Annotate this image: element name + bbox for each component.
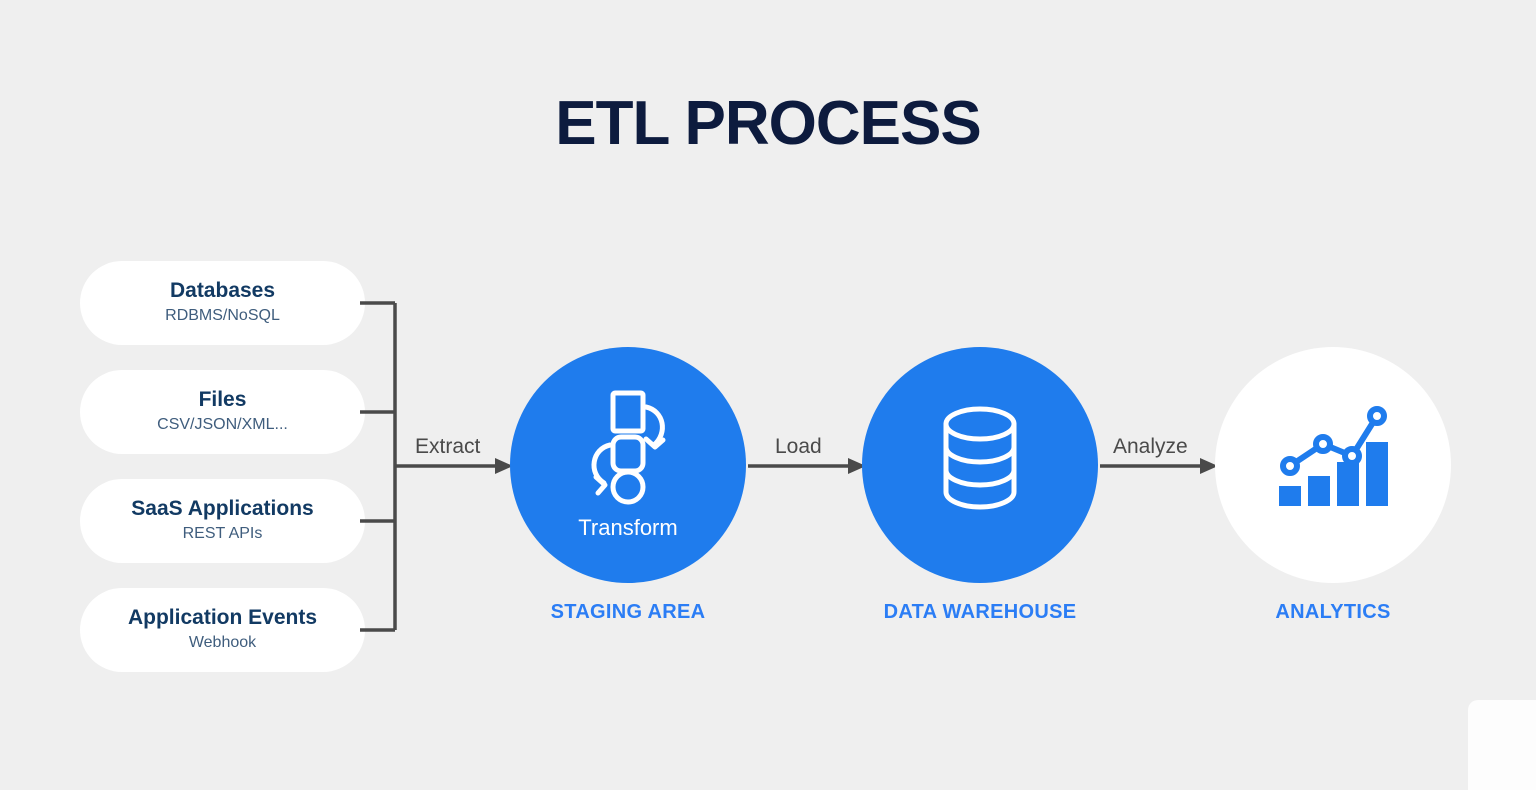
arrow-label-extract: Extract xyxy=(415,435,481,458)
source-card-files[interactable]: Files CSV/JSON/XML... xyxy=(80,370,365,454)
arrow-load xyxy=(748,455,870,477)
source-card-title: Application Events xyxy=(127,606,318,630)
arrow-analyze xyxy=(1100,455,1222,477)
source-card-subtitle: REST APIs xyxy=(182,525,263,543)
source-card-title: Databases xyxy=(169,279,276,303)
page-title: ETL PROCESS xyxy=(555,89,981,158)
bar-chart-line-icon xyxy=(1273,404,1393,512)
stage-caption-staging-area: STAGING AREA xyxy=(550,601,706,623)
stage-caption-analytics: ANALYTICS xyxy=(1275,601,1391,623)
stage-data-warehouse[interactable] xyxy=(862,347,1098,583)
arrow-label-analyze: Analyze xyxy=(1113,435,1188,458)
source-card-saas-applications[interactable]: SaaS Applications REST APIs xyxy=(80,479,365,563)
stage-inner-label-transform: Transform xyxy=(578,515,678,540)
source-card-databases[interactable]: Databases RDBMS/NoSQL xyxy=(80,261,365,345)
source-card-application-events[interactable]: Application Events Webhook xyxy=(80,588,365,672)
transform-icon xyxy=(580,389,676,505)
right-panel-edge xyxy=(1468,700,1536,790)
arrow-label-load: Load xyxy=(775,435,822,458)
source-card-subtitle: CSV/JSON/XML... xyxy=(157,416,288,434)
stage-analytics[interactable] xyxy=(1215,347,1451,583)
source-card-title: Files xyxy=(198,388,247,412)
database-cylinder-icon xyxy=(930,404,1030,512)
stage-staging-area[interactable]: Transform xyxy=(510,347,746,583)
source-card-subtitle: Webhook xyxy=(188,634,257,652)
source-card-title: SaaS Applications xyxy=(131,497,314,521)
stage-caption-data-warehouse: DATA WAREHOUSE xyxy=(883,601,1077,623)
source-card-subtitle: RDBMS/NoSQL xyxy=(165,307,280,325)
arrow-extract xyxy=(395,455,517,477)
